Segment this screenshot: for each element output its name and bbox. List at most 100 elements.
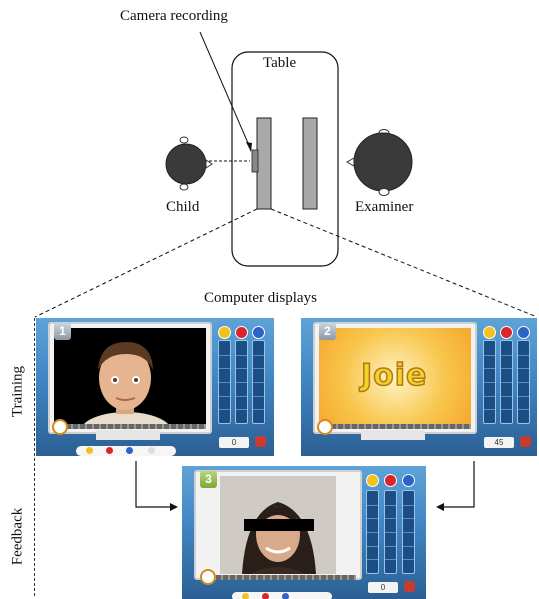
bag-icon[interactable] <box>255 436 266 447</box>
bar-segment <box>367 546 378 547</box>
child-screen <box>256 117 272 210</box>
avatar-face-image <box>80 342 172 428</box>
bar-segment <box>253 409 264 410</box>
bar-segment <box>501 355 512 356</box>
bar-segment <box>367 505 378 506</box>
bar-segment <box>236 396 247 397</box>
score-display: 45 <box>484 437 514 448</box>
panel-number-badge: 1 <box>54 323 71 340</box>
bar-segment <box>219 396 230 397</box>
monitor-frame: Joie <box>313 322 477 434</box>
emotion-word: Joie <box>360 357 428 394</box>
bar-segment <box>236 368 247 369</box>
monitor-stand <box>96 430 160 440</box>
bar-segment <box>518 409 529 410</box>
face-icon[interactable] <box>262 593 269 599</box>
bar-segment <box>385 518 396 519</box>
bar-segment <box>236 355 247 356</box>
level-bar <box>517 340 530 424</box>
face-icon <box>384 474 397 487</box>
face-icon <box>500 326 513 339</box>
bar-segment <box>253 355 264 356</box>
flow-arrows <box>135 461 475 511</box>
level-bar <box>384 490 397 574</box>
bag-icon[interactable] <box>404 581 415 592</box>
level-bar <box>235 340 248 424</box>
monitor-frame <box>194 470 362 580</box>
face-icon[interactable] <box>282 593 289 599</box>
bar-segment <box>484 396 495 397</box>
clock-icon <box>52 419 68 435</box>
level-bar <box>252 340 265 424</box>
face-icon <box>402 474 415 487</box>
feedback-display: 3 0 <box>182 466 426 599</box>
child-label: Child <box>166 199 200 215</box>
bar-segment <box>385 546 396 547</box>
face-icon <box>235 326 248 339</box>
bar-segment <box>385 559 396 560</box>
emotion-word-screen: Joie <box>319 328 471 428</box>
level-bar <box>500 340 513 424</box>
room-layout-diagram <box>34 31 538 318</box>
camera-icon <box>251 149 259 173</box>
bar-segment <box>236 409 247 410</box>
panel-number-badge: 3 <box>200 471 217 488</box>
bar-segment <box>484 409 495 410</box>
progress-track <box>66 424 206 429</box>
bar-segment <box>253 368 264 369</box>
level-bar <box>366 490 379 574</box>
table-label: Table <box>263 55 297 71</box>
child-head-icon <box>165 136 213 191</box>
bar-segment <box>403 505 414 506</box>
progress-track <box>331 424 471 429</box>
arrow-training2-to-feedback <box>440 461 475 508</box>
bar-segment <box>403 559 414 560</box>
bar-segment <box>219 382 230 383</box>
level-bar <box>218 340 231 424</box>
bar-segment <box>367 532 378 533</box>
bag-icon[interactable] <box>520 436 531 447</box>
bar-segment <box>219 355 230 356</box>
eye-privacy-bar <box>244 519 314 531</box>
monitor-frame <box>48 322 212 434</box>
face-icon[interactable] <box>148 447 155 454</box>
bar-segment <box>484 382 495 383</box>
face-icon[interactable] <box>126 447 133 454</box>
monitor-stand <box>361 430 425 440</box>
progress-track <box>216 575 356 580</box>
bar-segment <box>367 559 378 560</box>
bar-segment <box>219 368 230 369</box>
computer-displays-label: Computer displays <box>204 290 317 306</box>
bar-segment <box>253 382 264 383</box>
bar-segment <box>484 368 495 369</box>
face-icon[interactable] <box>106 447 113 454</box>
arrow-training1-to-feedback <box>135 461 174 508</box>
camera-label: Camera recording <box>120 8 228 24</box>
face-icon <box>517 326 530 339</box>
left-bracket-line <box>34 318 35 596</box>
bar-segment <box>518 396 529 397</box>
bar-segment <box>501 368 512 369</box>
bar-segment <box>518 355 529 356</box>
bar-segment <box>501 409 512 410</box>
training-display-2: Joie 2 45 <box>301 318 537 456</box>
bar-segment <box>385 505 396 506</box>
camera-pointer-line <box>199 31 252 151</box>
bar-segment <box>403 546 414 547</box>
training-display-1: 1 0 <box>36 318 274 456</box>
bar-segment <box>219 409 230 410</box>
examiner-screen <box>302 117 318 210</box>
face-icon[interactable] <box>242 593 249 599</box>
face-icon[interactable] <box>86 447 93 454</box>
projection-line-left <box>34 208 258 318</box>
clock-icon <box>317 419 333 435</box>
bar-segment <box>518 368 529 369</box>
camera-pointer-arrowhead <box>246 142 252 152</box>
examiner-head-icon <box>345 129 413 196</box>
face-icon <box>483 326 496 339</box>
bar-segment <box>403 518 414 519</box>
webcam-feed <box>220 476 336 574</box>
clock-icon <box>200 569 216 585</box>
face-icon <box>252 326 265 339</box>
level-bar <box>483 340 496 424</box>
